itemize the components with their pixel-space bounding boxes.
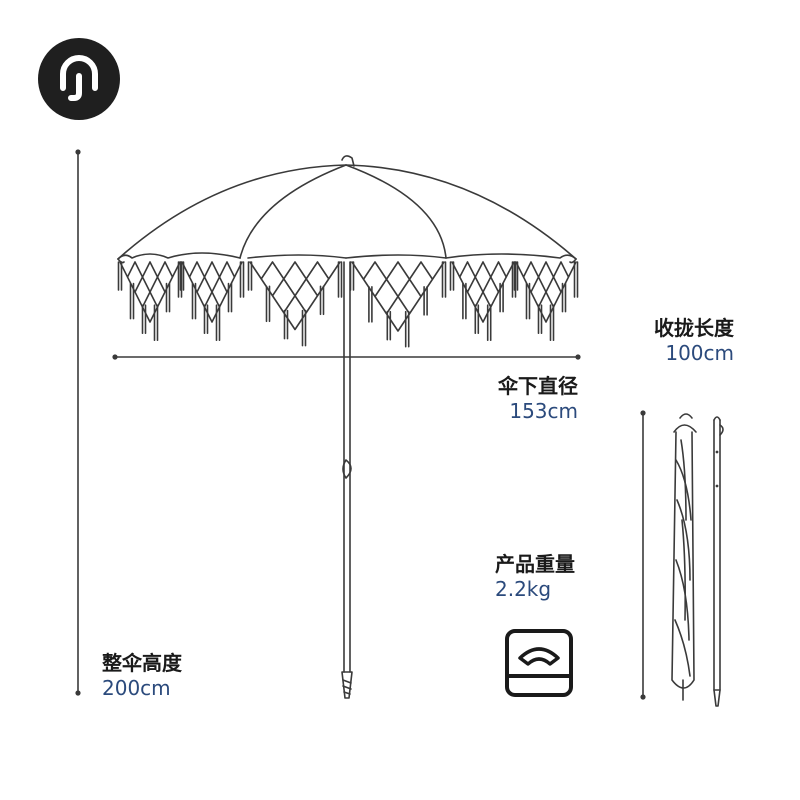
fringe-lattice (451, 261, 515, 323)
canopy-fringe (117, 261, 579, 348)
fringe-tassel (349, 261, 355, 291)
fringe-tassel (561, 282, 567, 313)
fringe-tassel (449, 261, 455, 291)
fringe-tassel (537, 304, 543, 334)
fringe-tassel (404, 310, 410, 348)
fringe-lattice (119, 261, 181, 323)
fringe-tassel (525, 282, 531, 320)
fringe-tassel (265, 285, 271, 323)
fringe-tassel (573, 261, 579, 298)
folded-length-label: 收拢长度 (654, 316, 734, 340)
fringe-tassel (203, 304, 209, 334)
fringe-tassel (549, 304, 555, 341)
fringe-tassel (165, 282, 171, 313)
fringe-tassel (511, 261, 517, 298)
fringe-tassel (423, 286, 428, 316)
fringe-tassel (474, 304, 480, 334)
fringe-tassel (368, 286, 373, 323)
fringe-tassel (499, 282, 504, 313)
product-weight-value: 2.2kg (495, 577, 552, 601)
fringe-tassel (177, 261, 183, 298)
fringe-tassel (386, 310, 392, 341)
folded-length-value: 100cm (665, 341, 734, 365)
fringe-tassel (301, 309, 307, 347)
fringe-tassel (486, 304, 492, 341)
fringe-tassel (215, 304, 221, 341)
umbrella-canopy (117, 155, 577, 264)
fringe-tassel (462, 282, 467, 320)
total-height-label: 整伞高度 (102, 651, 182, 675)
fringe-lattice (181, 261, 243, 323)
fringe-tassel (513, 261, 519, 291)
fringe-tassel (319, 285, 325, 316)
product-weight-label: 产品重量 (495, 552, 575, 576)
fringe-lattice (249, 261, 341, 331)
fringe-tassel (153, 304, 159, 341)
canopy-diameter-label: 伞下直径 (498, 374, 578, 398)
fringe-lattice (351, 261, 445, 332)
fringe-tassel (191, 282, 197, 320)
umbrella-pole (341, 261, 353, 699)
fringe-tassel (117, 261, 123, 291)
brand-logo (38, 38, 120, 120)
fringe-tassel (441, 261, 447, 298)
fringe-lattice (515, 261, 577, 323)
fringe-tassel (337, 261, 343, 298)
folded-umbrella (671, 413, 697, 701)
fringe-tassel (239, 261, 245, 298)
canopy-diameter-value: 153cm (509, 399, 578, 423)
total-height-value: 200cm (102, 676, 171, 700)
weight-scale-icon (504, 628, 574, 698)
folded-pole (713, 416, 724, 707)
fringe-tassel (247, 261, 253, 291)
fringe-tassel (227, 282, 233, 313)
fringe-tassel (141, 304, 147, 334)
fringe-tassel (283, 309, 289, 340)
fringe-tassel (179, 261, 185, 291)
fringe-tassel (129, 282, 135, 320)
